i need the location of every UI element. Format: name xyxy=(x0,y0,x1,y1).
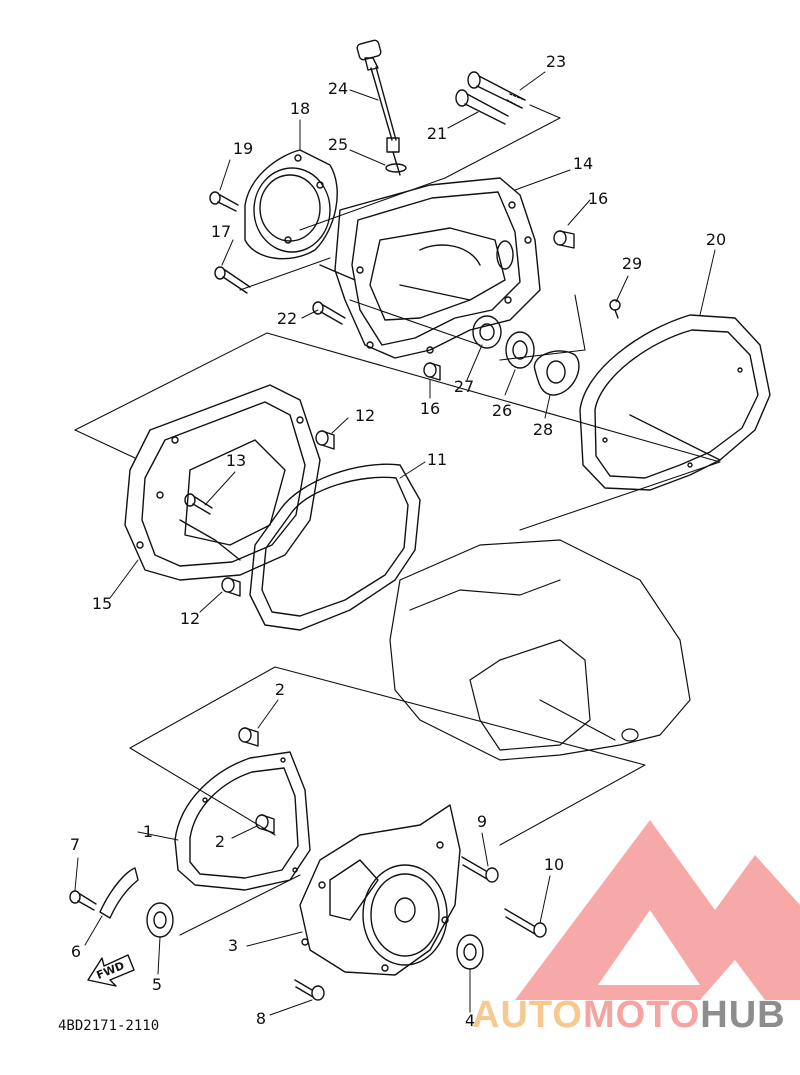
callout-13: 13 xyxy=(225,451,247,470)
callout-7: 7 xyxy=(69,835,81,854)
callout-5: 5 xyxy=(151,975,163,994)
callout-4: 4 xyxy=(464,1011,476,1030)
callout-9: 9 xyxy=(476,812,488,831)
fwd-arrow-icon xyxy=(87,954,135,987)
callout-11: 11 xyxy=(426,450,448,469)
callout-19: 19 xyxy=(232,139,254,158)
callout-8: 8 xyxy=(255,1009,267,1028)
small-bolts xyxy=(209,191,621,325)
gasket-middle xyxy=(249,463,421,631)
watermark-logo: AUTOMOTOHUB xyxy=(472,996,786,1034)
callout-16-upper: 16 xyxy=(587,189,609,208)
clutch-cover xyxy=(319,177,541,359)
callout-14: 14 xyxy=(572,154,594,173)
callout-23: 23 xyxy=(545,52,567,71)
callout-12-upper: 12 xyxy=(354,406,376,425)
frame-lines xyxy=(74,104,721,936)
callout-25: 25 xyxy=(327,135,349,154)
callout-28: 28 xyxy=(532,420,554,439)
callout-22: 22 xyxy=(276,309,298,328)
callout-16-lower: 16 xyxy=(419,399,441,418)
long-bolts xyxy=(455,71,526,125)
clutch-inspection-cover xyxy=(244,149,338,260)
callout-29: 29 xyxy=(621,254,643,273)
callout-20: 20 xyxy=(705,230,727,249)
watermark-moto: MOTO xyxy=(582,994,701,1036)
watermark-hub: HUB xyxy=(700,994,786,1036)
callout-6: 6 xyxy=(70,942,82,961)
callout-17: 17 xyxy=(210,222,232,241)
gasket-upper xyxy=(579,314,771,491)
callout-10: 10 xyxy=(543,855,565,874)
callout-2-top: 2 xyxy=(274,680,286,699)
callout-27: 27 xyxy=(453,377,475,396)
dipstick-part xyxy=(356,39,407,176)
gasket-lower xyxy=(174,751,311,891)
diagram-part-number: 4BD2171-2110 xyxy=(58,1018,160,1034)
callout-18: 18 xyxy=(289,99,311,118)
watermark-triangle-icon xyxy=(515,820,800,1000)
callout-26: 26 xyxy=(491,401,513,420)
callout-15: 15 xyxy=(91,594,113,613)
crankcase-cover-left xyxy=(124,384,321,581)
lower-bolts xyxy=(69,856,547,1001)
crankcase-cover-right xyxy=(299,804,461,976)
leader-lines xyxy=(74,71,716,1016)
callout-2-bottom: 2 xyxy=(214,832,226,851)
dowel-pins-lower xyxy=(238,727,275,834)
callout-24: 24 xyxy=(327,79,349,98)
dowel-pins-upper xyxy=(423,230,575,381)
engine-crankcase xyxy=(389,539,691,761)
callout-21: 21 xyxy=(426,124,448,143)
bearings-upper xyxy=(472,315,580,396)
callout-3: 3 xyxy=(227,936,239,955)
callout-1: 1 xyxy=(142,822,154,841)
callout-12-lower: 12 xyxy=(179,609,201,628)
watermark-auto: AUTO xyxy=(472,994,583,1036)
dowel-pins-middle xyxy=(221,430,335,597)
